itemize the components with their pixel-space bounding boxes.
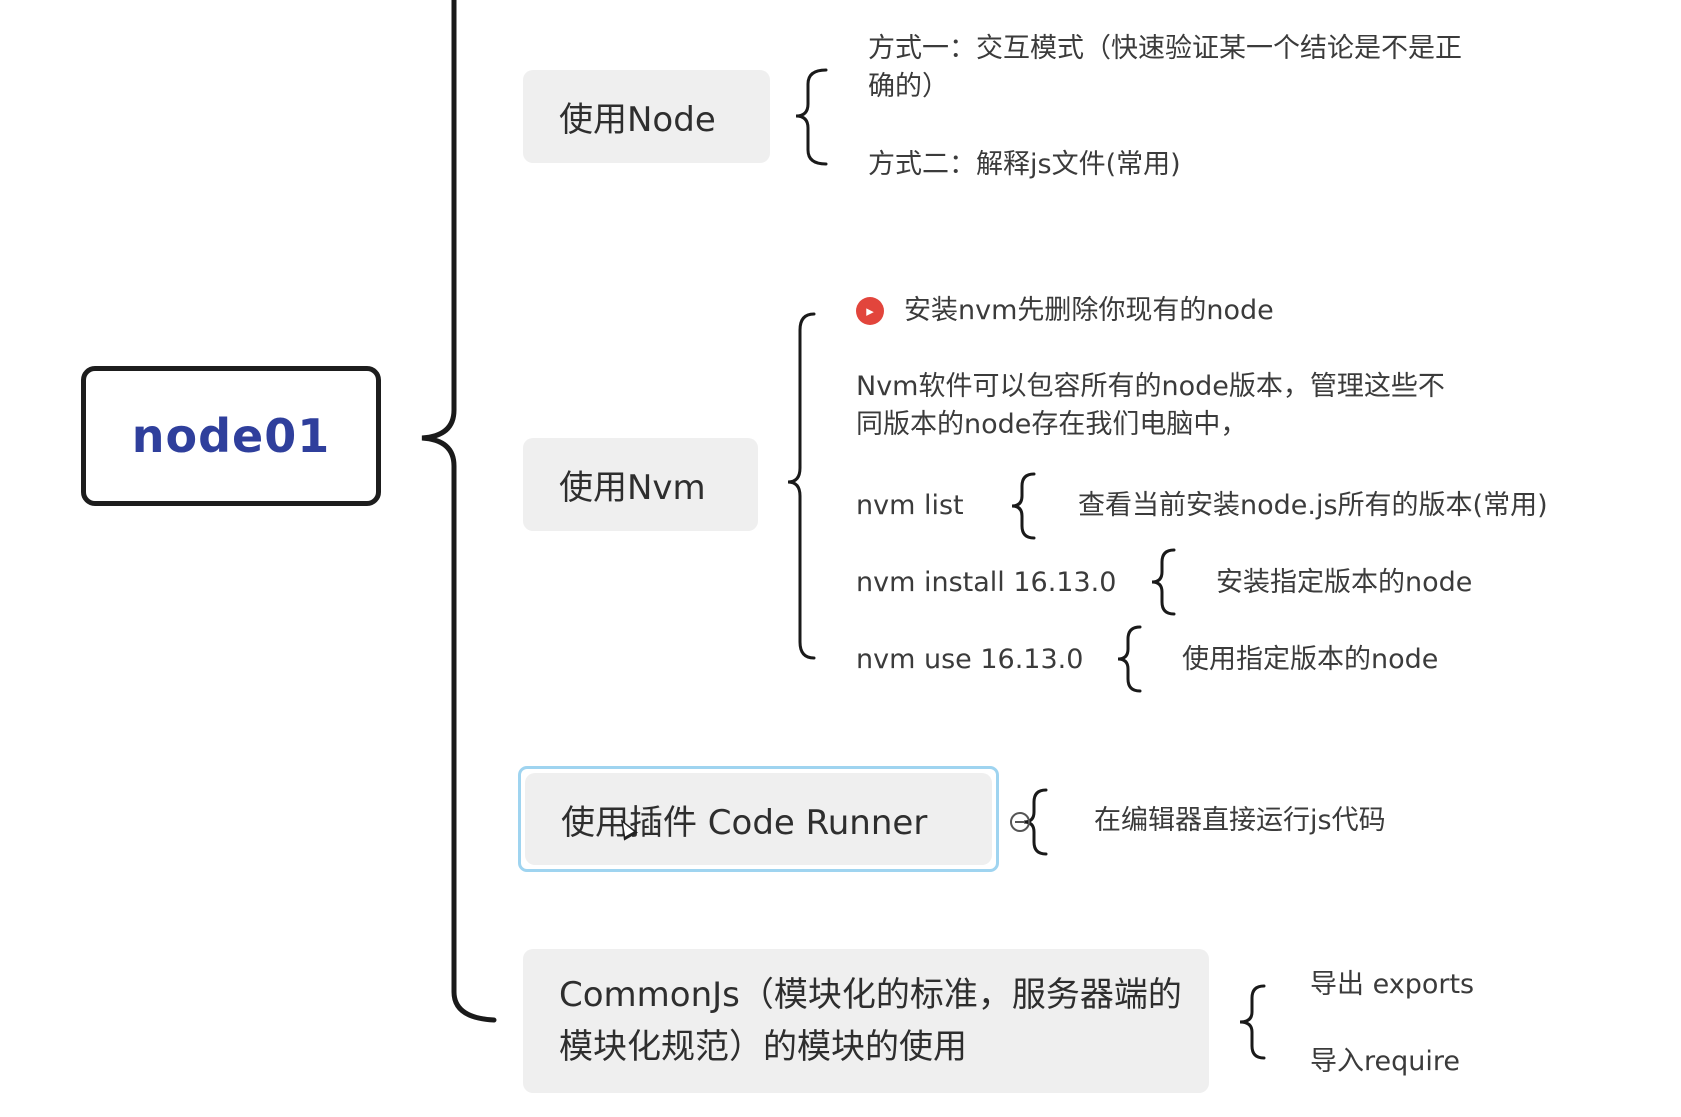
subtopic-nvm-install[interactable]: nvm install 16.13.0 <box>856 567 1117 598</box>
topic-use-nvm[interactable]: 使用Nvm <box>523 438 758 531</box>
subtopic-uninstall-node[interactable]: 安装nvm先删除你现有的node <box>904 295 1274 326</box>
collapse-icon[interactable] <box>1010 812 1030 832</box>
flag-icon: ▸ <box>856 297 884 325</box>
topic-label: 使用插件 Code Runner <box>561 802 928 843</box>
topic-code-runner[interactable]: 使用插件 Code Runner <box>525 773 992 865</box>
subtopic-nvm-description[interactable]: Nvm软件可以包容所有的node版本，管理这些不同版本的node存在我们电脑中， <box>856 371 1445 440</box>
subtopic-require[interactable]: 导入require <box>1310 1046 1460 1077</box>
subtopic-exports[interactable]: 导出 exports <box>1310 969 1475 1000</box>
detail-nvm-use[interactable]: 使用指定版本的node <box>1182 644 1439 675</box>
root-label: node01 <box>131 409 331 463</box>
topic-label: CommonJs（模块化的标准，服务器端的模块化规范）的模块的使用 <box>559 975 1182 1067</box>
topic-label: 使用Node <box>559 100 716 140</box>
subtopic-nvm-use[interactable]: nvm use 16.13.0 <box>856 644 1084 675</box>
detail-nvm-list[interactable]: 查看当前安装node.js所有的版本(常用) <box>1078 490 1548 521</box>
detail-nvm-install[interactable]: 安装指定版本的node <box>1216 567 1473 598</box>
subtopic-nvm-list[interactable]: nvm list <box>856 490 964 521</box>
topic-use-node[interactable]: 使用Node <box>523 70 770 163</box>
topic-commonjs[interactable]: CommonJs（模块化的标准，服务器端的模块化规范）的模块的使用 <box>523 949 1209 1093</box>
topic-label: 使用Nvm <box>559 468 706 508</box>
subtopic-run-js[interactable]: 在编辑器直接运行js代码 <box>1094 805 1386 836</box>
subtopic-interactive-mode[interactable]: 方式一：交互模式（快速验证某一个结论是不是正确的） <box>868 33 1462 102</box>
root-node[interactable]: node01 <box>81 366 381 506</box>
subtopic-interpret-js[interactable]: 方式二：解释js文件(常用) <box>868 149 1181 180</box>
